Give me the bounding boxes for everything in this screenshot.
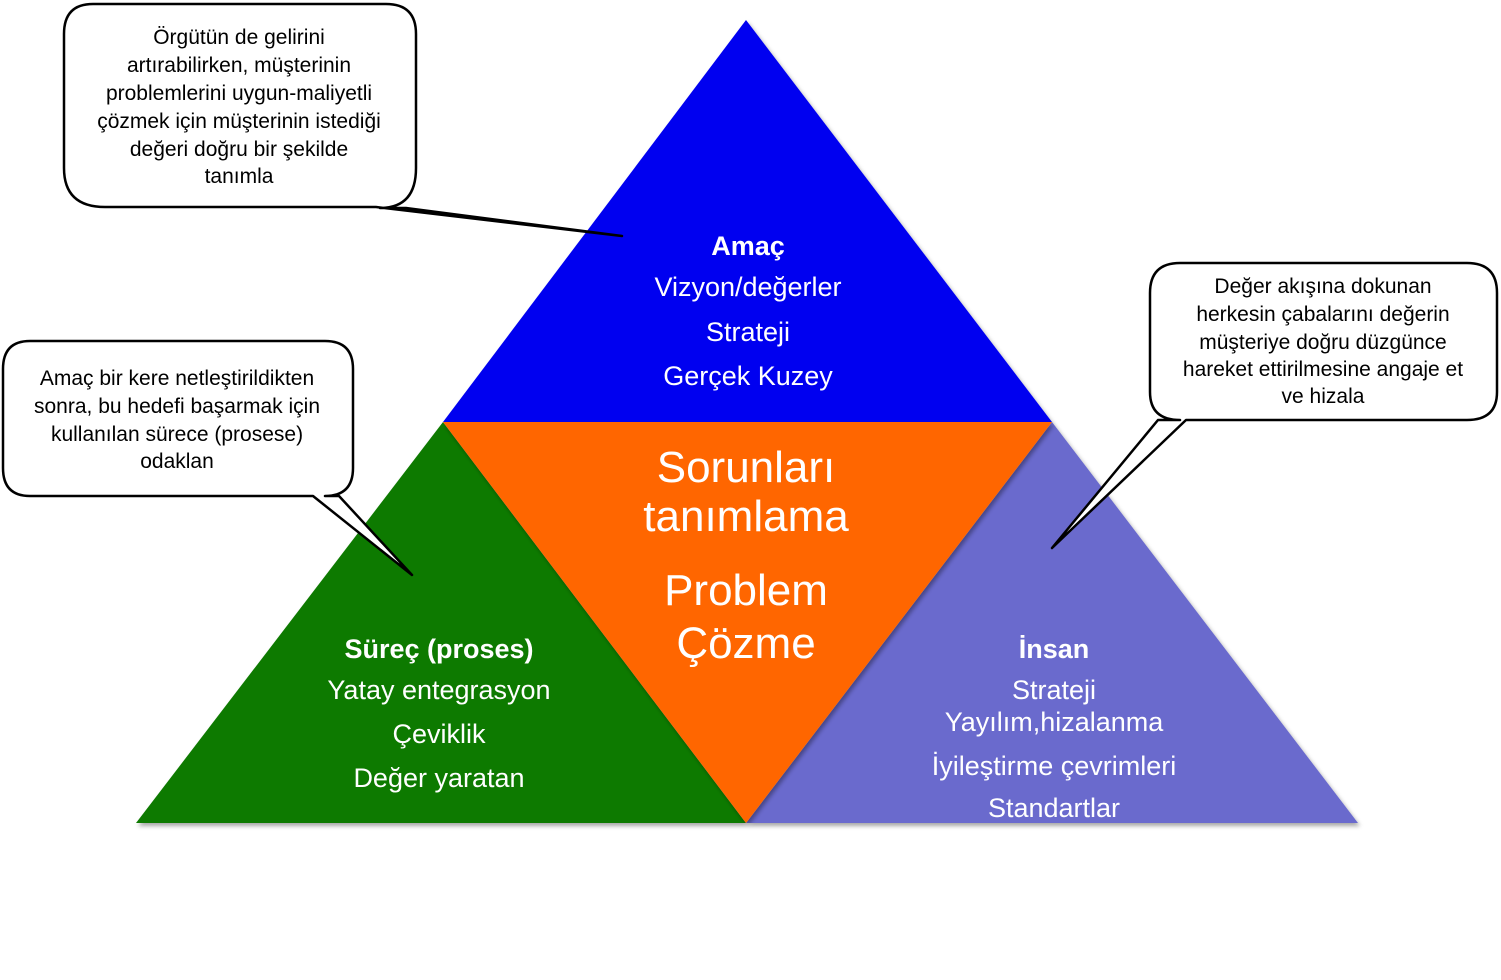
callout-top-line: problemlerini uygun-maliyetli bbox=[106, 82, 372, 105]
callout-top-line: tanımla bbox=[205, 165, 274, 188]
left-title: Süreç (proses) bbox=[344, 634, 533, 664]
top-triangle-labels: Amaç Vizyon/değerler Strateji Gerçek Kuz… bbox=[654, 231, 841, 391]
center-line: tanımlama bbox=[643, 492, 849, 541]
right-line: Yayılım,hizalanma bbox=[945, 707, 1165, 737]
callout-right-line: Değer akışına dokunan bbox=[1214, 275, 1431, 298]
callout-left-line: odaklan bbox=[140, 450, 214, 473]
right-line: İyileştirme çevrimleri bbox=[932, 750, 1177, 781]
callout-top-bubble bbox=[62, 2, 624, 238]
callout-left-line: Amaç bir kere netleştirildikten bbox=[40, 367, 314, 390]
center-triangle bbox=[443, 422, 1052, 823]
callout-right-line: herkesin çabalarını değerin bbox=[1196, 303, 1449, 326]
callout-left-line: kullanılan sürece (prosese) bbox=[51, 423, 303, 446]
callout-top-line: artırabilirken, müşterinin bbox=[127, 54, 351, 77]
callout-right: Değer akışına dokunan herkesin çabaların… bbox=[1050, 261, 1499, 550]
callout-top: Örgütün de gelirini artırabilirken, müşt… bbox=[62, 2, 624, 238]
right-line: Standartlar bbox=[988, 793, 1120, 823]
callout-top-line: çözmek için müşterinin istediği bbox=[97, 110, 381, 133]
callout-right-line: hareket ettirilmesine angaje et bbox=[1183, 358, 1463, 381]
left-triangle bbox=[136, 422, 746, 823]
right-line: Strateji bbox=[1012, 675, 1096, 705]
callout-right-line: ve hizala bbox=[1282, 385, 1365, 408]
callout-top-line: değeri doğru bir şekilde bbox=[130, 138, 348, 161]
callout-left-line: sonra, bu hedefi başarmak için bbox=[34, 395, 320, 418]
callout-top-line: Örgütün de gelirini bbox=[153, 26, 325, 49]
callout-left: Amaç bir kere netleştirildikten sonra, b… bbox=[1, 339, 414, 577]
callout-left-bubble bbox=[1, 339, 414, 577]
top-line: Gerçek Kuzey bbox=[663, 361, 833, 391]
center-line: Çözme bbox=[676, 619, 815, 668]
left-line: Değer yaratan bbox=[353, 763, 524, 793]
right-triangle-labels: İnsan Strateji Yayılım,hizalanma İyileşt… bbox=[932, 634, 1177, 823]
callout-right-bubble bbox=[1050, 261, 1499, 550]
top-triangle bbox=[443, 20, 1052, 422]
left-line: Çeviklik bbox=[392, 719, 486, 749]
right-triangle bbox=[746, 422, 1358, 823]
top-title: Amaç bbox=[711, 231, 785, 261]
top-line: Vizyon/değerler bbox=[654, 272, 841, 302]
left-line: Yatay entegrasyon bbox=[327, 675, 550, 705]
center-triangle-labels: Sorunları tanımlama Problem Çözme bbox=[643, 443, 849, 668]
callout-right-line: müşteriye doğru düzgünce bbox=[1199, 331, 1446, 354]
right-title: İnsan bbox=[1019, 634, 1090, 664]
left-triangle-labels: Süreç (proses) Yatay entegrasyon Çevikli… bbox=[327, 634, 550, 793]
center-line: Problem bbox=[664, 566, 828, 615]
center-line: Sorunları bbox=[657, 443, 836, 492]
top-line: Strateji bbox=[706, 317, 790, 347]
